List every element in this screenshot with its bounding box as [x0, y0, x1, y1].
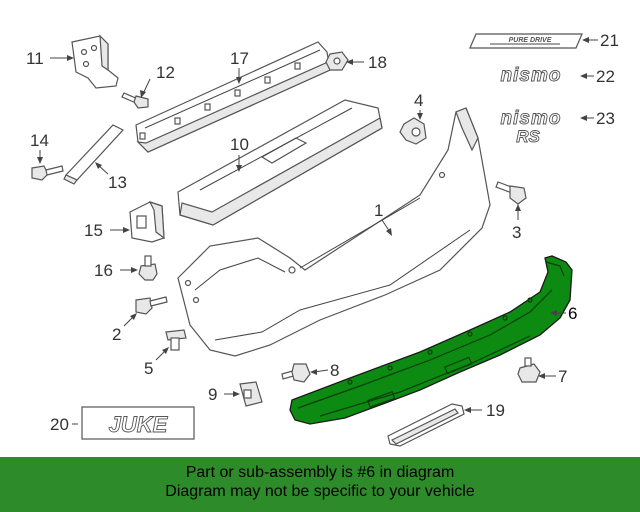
rs-badge-label: RS — [516, 127, 540, 146]
callout-17: 17 — [230, 49, 249, 68]
part-22-nismo-badge: nismo — [500, 65, 562, 87]
callout-22: 22 — [596, 67, 615, 86]
part-8-bolt — [281, 363, 311, 383]
pure-drive-badge-label: PURE DRIVE — [509, 37, 552, 44]
part-6-lower-diffuser-highlighted — [289, 255, 573, 425]
callout-19: 19 — [486, 401, 505, 420]
callout-1: 1 — [374, 201, 383, 220]
callout-10: 10 — [230, 135, 249, 154]
callout-2: 2 — [112, 325, 121, 344]
part-14-bolt — [31, 165, 64, 181]
callout-23: 23 — [596, 109, 615, 128]
nismo-rs-badge-label: nismo — [501, 108, 562, 129]
part-1-bumper-cover — [177, 107, 491, 357]
part-5-clip — [165, 329, 187, 351]
part-10-absorber — [177, 99, 383, 226]
callout-5: 5 — [144, 359, 153, 378]
callout-15: 15 — [84, 221, 103, 240]
callout-16: 16 — [94, 261, 113, 280]
callout-7: 7 — [558, 367, 567, 386]
callout-20: 20 — [50, 415, 69, 434]
part-9-bracket — [239, 381, 263, 407]
callout-3: 3 — [512, 223, 521, 242]
part-13-strip — [63, 124, 124, 185]
part-16-clip — [138, 255, 158, 281]
part-2-bolt — [135, 296, 168, 315]
callout-6-highlighted: 6 — [568, 304, 577, 323]
part-23-nismo-rs-badge: nismo RS — [500, 108, 562, 147]
callout-12: 12 — [156, 63, 175, 82]
footer-part-note: Part or sub-assembly is #6 in diagram — [185, 464, 455, 481]
footer-banner: Part or sub-assembly is #6 in diagram Di… — [0, 457, 640, 512]
part-17-reinforcement — [135, 41, 331, 153]
leader-lines — [37, 37, 598, 425]
part-12-bolt — [121, 92, 149, 109]
callout-11: 11 — [26, 49, 44, 68]
part-20-juke-badge: JUKE — [81, 406, 195, 440]
part-21-pure-drive-badge: PURE DRIVE — [469, 33, 583, 49]
part-4-grommet — [399, 117, 427, 145]
callout-9: 9 — [208, 385, 217, 404]
callout-13: 13 — [108, 173, 127, 192]
footer-disclaimer: Diagram may not be specific to your vehi… — [165, 483, 475, 500]
nismo-badge-label: nismo — [501, 65, 562, 86]
callout-labels: 11 12 17 18 4 14 13 10 1 3 15 16 2 6 5 8… — [26, 31, 619, 434]
part-11-bracket — [71, 34, 119, 89]
part-7-clip — [517, 357, 541, 383]
callout-8: 8 — [330, 361, 339, 380]
callout-14: 14 — [30, 131, 49, 150]
callout-4: 4 — [414, 91, 423, 110]
juke-badge-label: JUKE — [109, 412, 169, 437]
rear-bumper-exploded-diagram: JUKE PURE DRIVE nismo nismo RS — [26, 31, 619, 447]
callout-18: 18 — [368, 53, 387, 72]
part-3-bolt — [495, 181, 527, 205]
part-18-nut — [325, 51, 349, 71]
callout-21: 21 — [600, 31, 619, 50]
part-15-bracket — [129, 200, 165, 243]
part-19-reflector — [387, 403, 465, 447]
